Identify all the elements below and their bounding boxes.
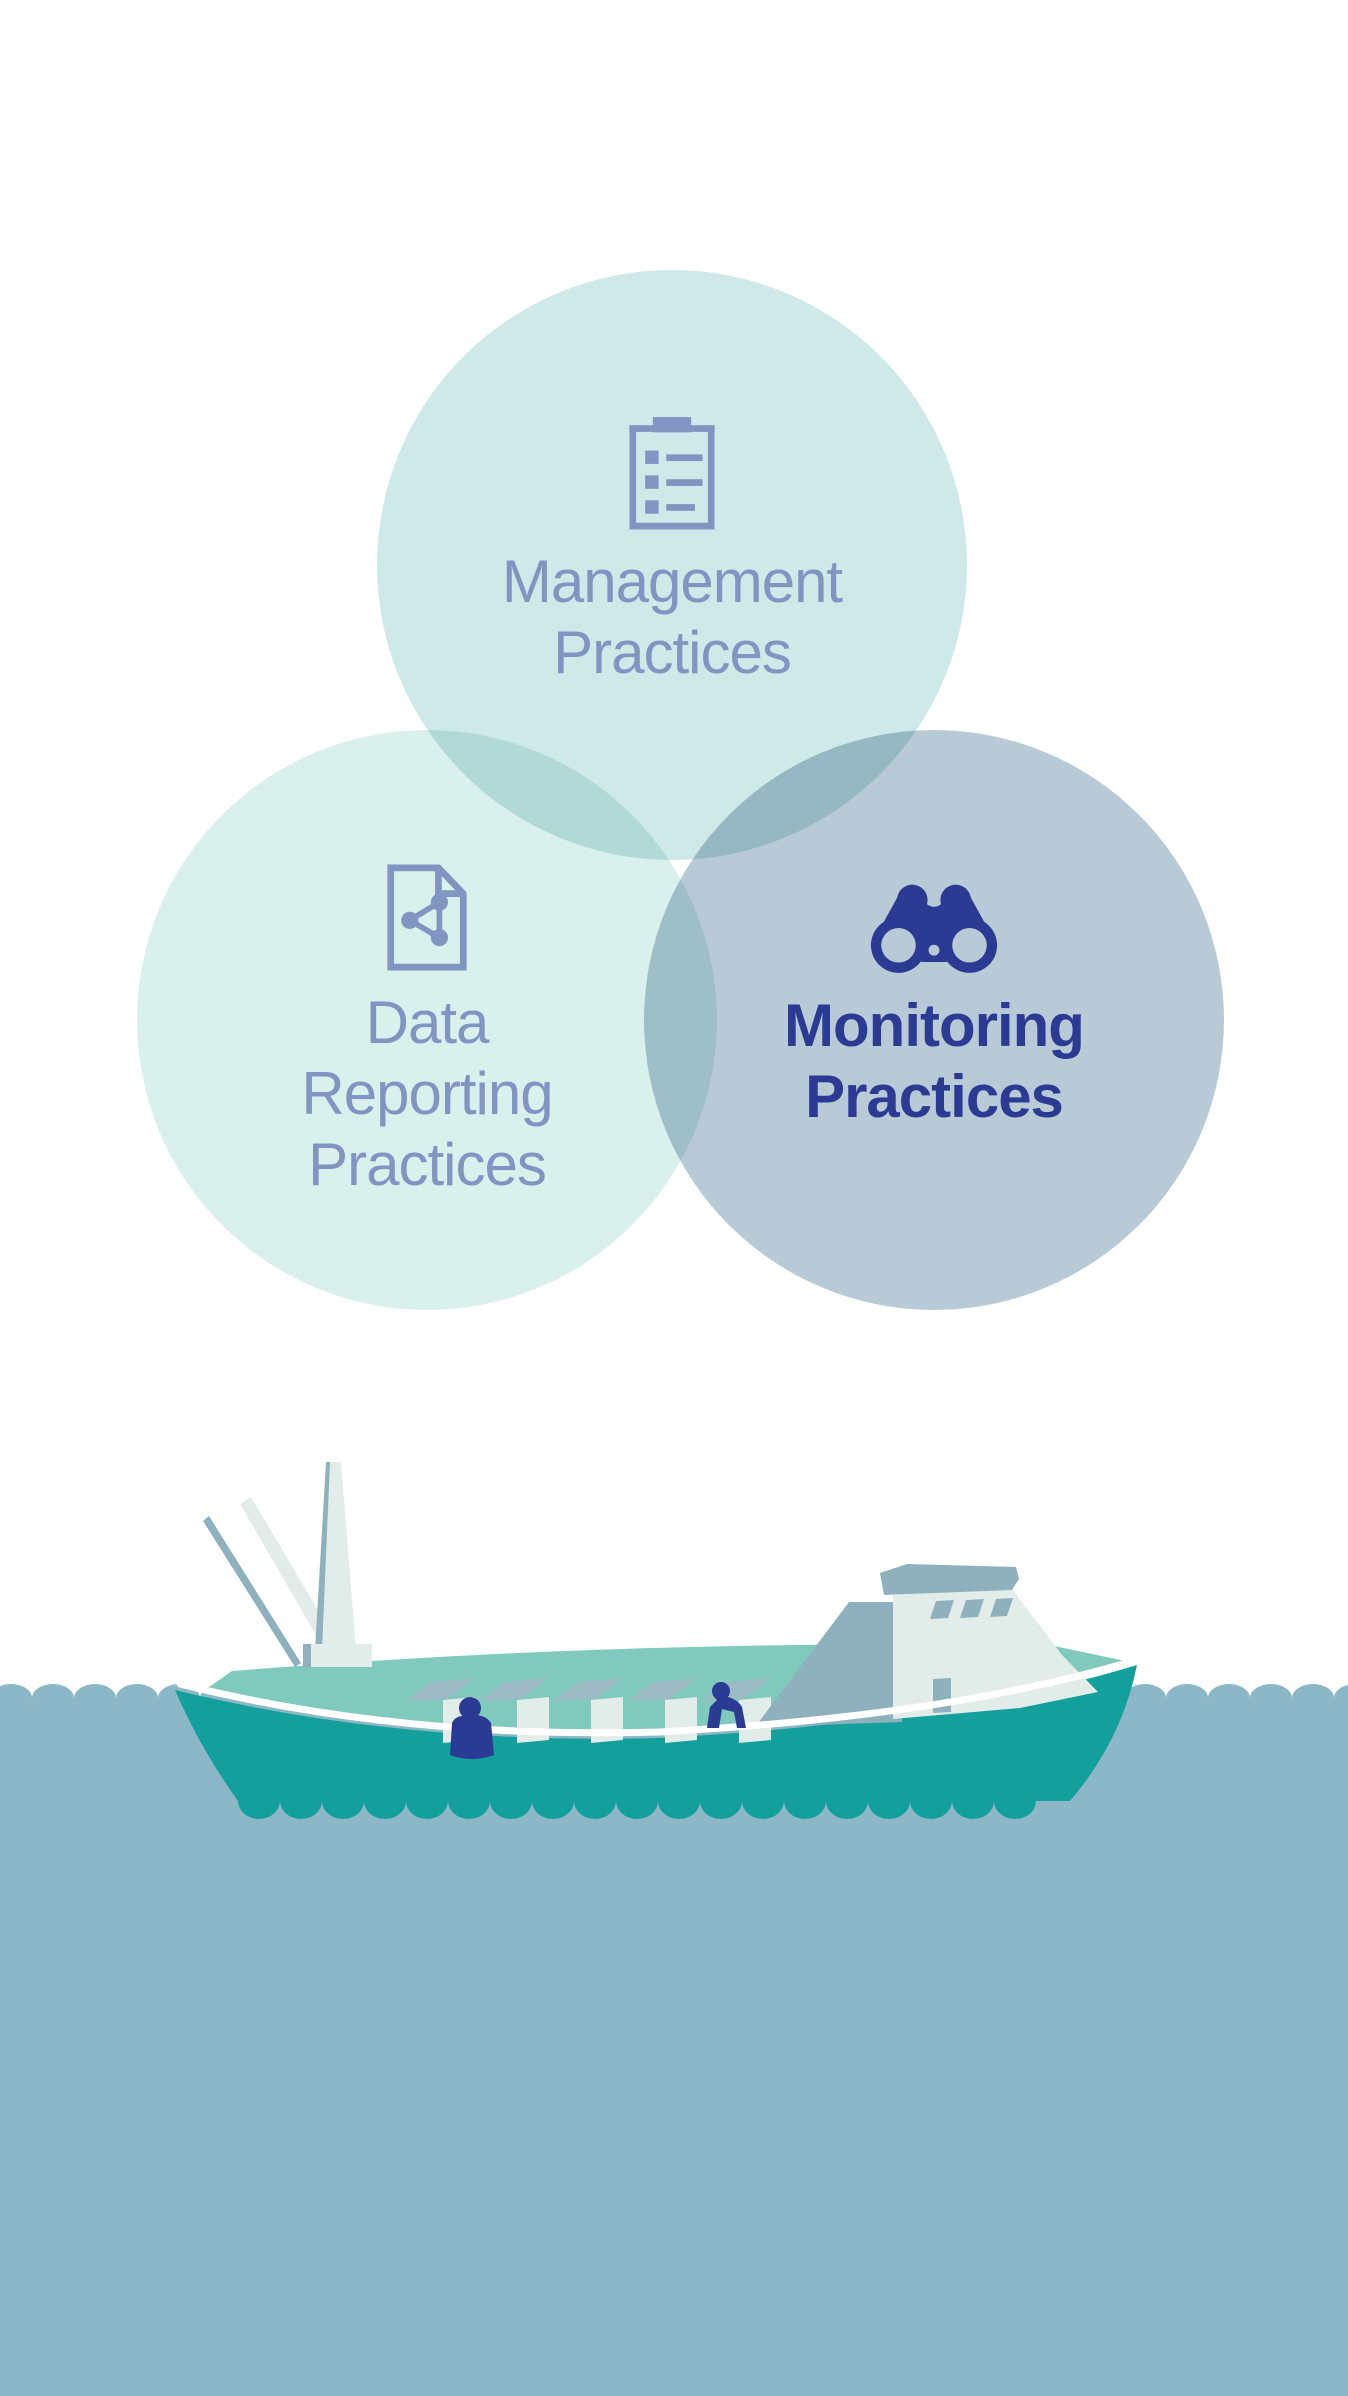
wheelhouse-windows	[930, 1598, 1013, 1619]
data-reporting-practices-bubble: Data Reporting Practices	[177, 862, 677, 1200]
management-label-line: Practices	[553, 619, 792, 686]
document-share-icon	[387, 864, 467, 971]
boat-hull	[175, 1665, 1137, 1801]
clipboard-checklist-icon	[629, 417, 715, 530]
mast-and-derrick	[203, 1462, 372, 1667]
monitoring-practices-bubble: Monitoring Practices	[684, 883, 1184, 1132]
management-practices-bubble: Management Practices	[422, 415, 922, 688]
crew-figure-leaning	[450, 1697, 494, 1759]
wheelhouse-roof	[880, 1564, 1019, 1595]
crew-figure-bending	[707, 1682, 746, 1728]
monitoring-label-line: Monitoring	[784, 992, 1085, 1059]
data-reporting-label-line: Practices	[308, 1131, 547, 1198]
data-reporting-label-line: Reporting	[301, 1060, 553, 1127]
management-label-line: Management	[501, 548, 843, 615]
boat	[175, 1462, 1137, 1819]
data-reporting-label-line: Data	[365, 989, 490, 1056]
hull-wave-fringe	[238, 1801, 1036, 1819]
binoculars-icon	[870, 884, 998, 973]
water	[0, 1684, 1348, 2396]
sheer-stripe	[176, 1657, 1137, 1737]
wheelhouse-shadow-wall	[755, 1602, 902, 1727]
monitoring-label-line: Practices	[805, 1063, 1064, 1130]
data-reporting-practices-circle	[137, 730, 717, 1310]
monitoring-practices-circle	[644, 730, 1224, 1310]
